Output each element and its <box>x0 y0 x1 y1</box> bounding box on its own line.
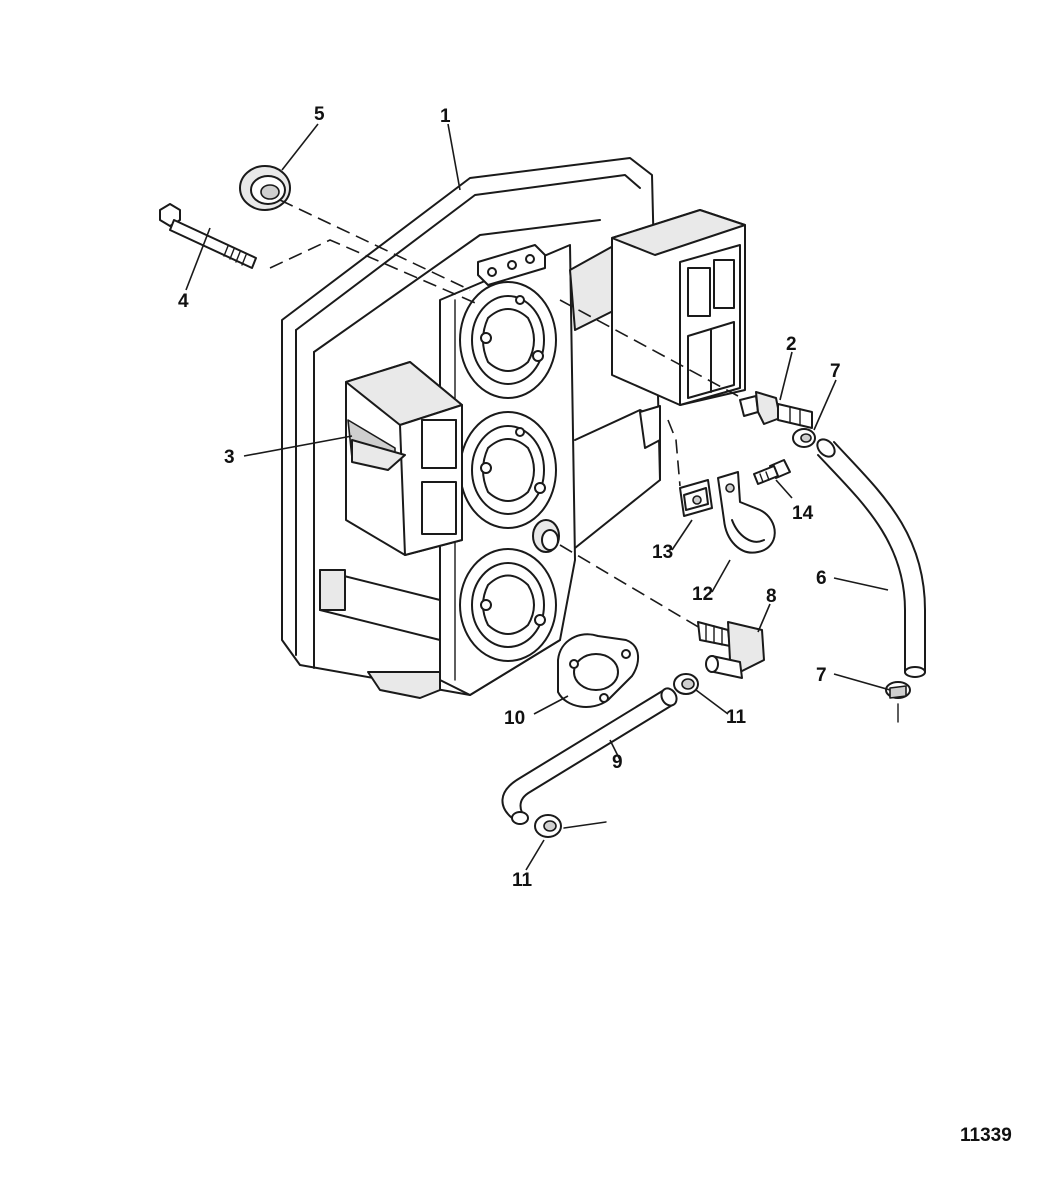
screw-part-14 <box>753 459 791 485</box>
callout-10: 10 <box>504 708 525 729</box>
callout-2: 2 <box>786 334 797 355</box>
leader-lines <box>185 123 891 871</box>
callout-8: 8 <box>766 586 777 607</box>
callout-12: 12 <box>692 584 713 605</box>
callout-7-upper: 7 <box>830 361 841 382</box>
callout-6: 6 <box>816 568 827 589</box>
hose-part-9 <box>501 687 678 825</box>
callout-5: 5 <box>314 104 325 125</box>
clip-nut-part-13 <box>679 479 713 517</box>
port-flange-bottom <box>459 548 557 662</box>
fitting-boss <box>532 519 560 553</box>
callout-11-lower: 11 <box>512 870 533 891</box>
grommet-part-5 <box>239 165 291 211</box>
callout-13: 13 <box>652 542 673 563</box>
assembly-lines <box>269 199 899 829</box>
p-clamp-part-12 <box>717 471 776 554</box>
bolt-part-4 <box>159 203 257 269</box>
elbow-fitting-part-8 <box>697 621 765 679</box>
gasket-part-10 <box>557 633 639 708</box>
outlet-box-left <box>345 361 463 556</box>
callout-3: 3 <box>224 447 235 468</box>
outlet-box-right <box>611 209 746 406</box>
hose-clamp-part-7-lower <box>885 681 911 699</box>
callout-9: 9 <box>612 752 623 773</box>
hose-fitting-part-2 <box>739 391 813 429</box>
hose-clamp-part-7-upper <box>792 428 816 448</box>
hose-part-6 <box>816 438 926 678</box>
callout-labels: 1 2 3 4 5 6 7 7 8 9 10 11 11 12 13 14 <box>178 104 841 891</box>
callout-4: 4 <box>178 291 189 312</box>
callout-14: 14 <box>792 503 814 524</box>
figure-number: 11339 <box>960 1125 1012 1146</box>
callout-11-upper: 11 <box>726 707 747 728</box>
port-flange-top <box>459 281 557 399</box>
housing-part-1 <box>281 157 746 699</box>
callout-1: 1 <box>440 106 451 127</box>
hose-clamp-part-11-lower <box>534 814 562 838</box>
hose-clamp-part-11-upper <box>673 673 699 695</box>
port-flange-middle <box>459 411 557 529</box>
callout-7-lower: 7 <box>816 665 827 686</box>
